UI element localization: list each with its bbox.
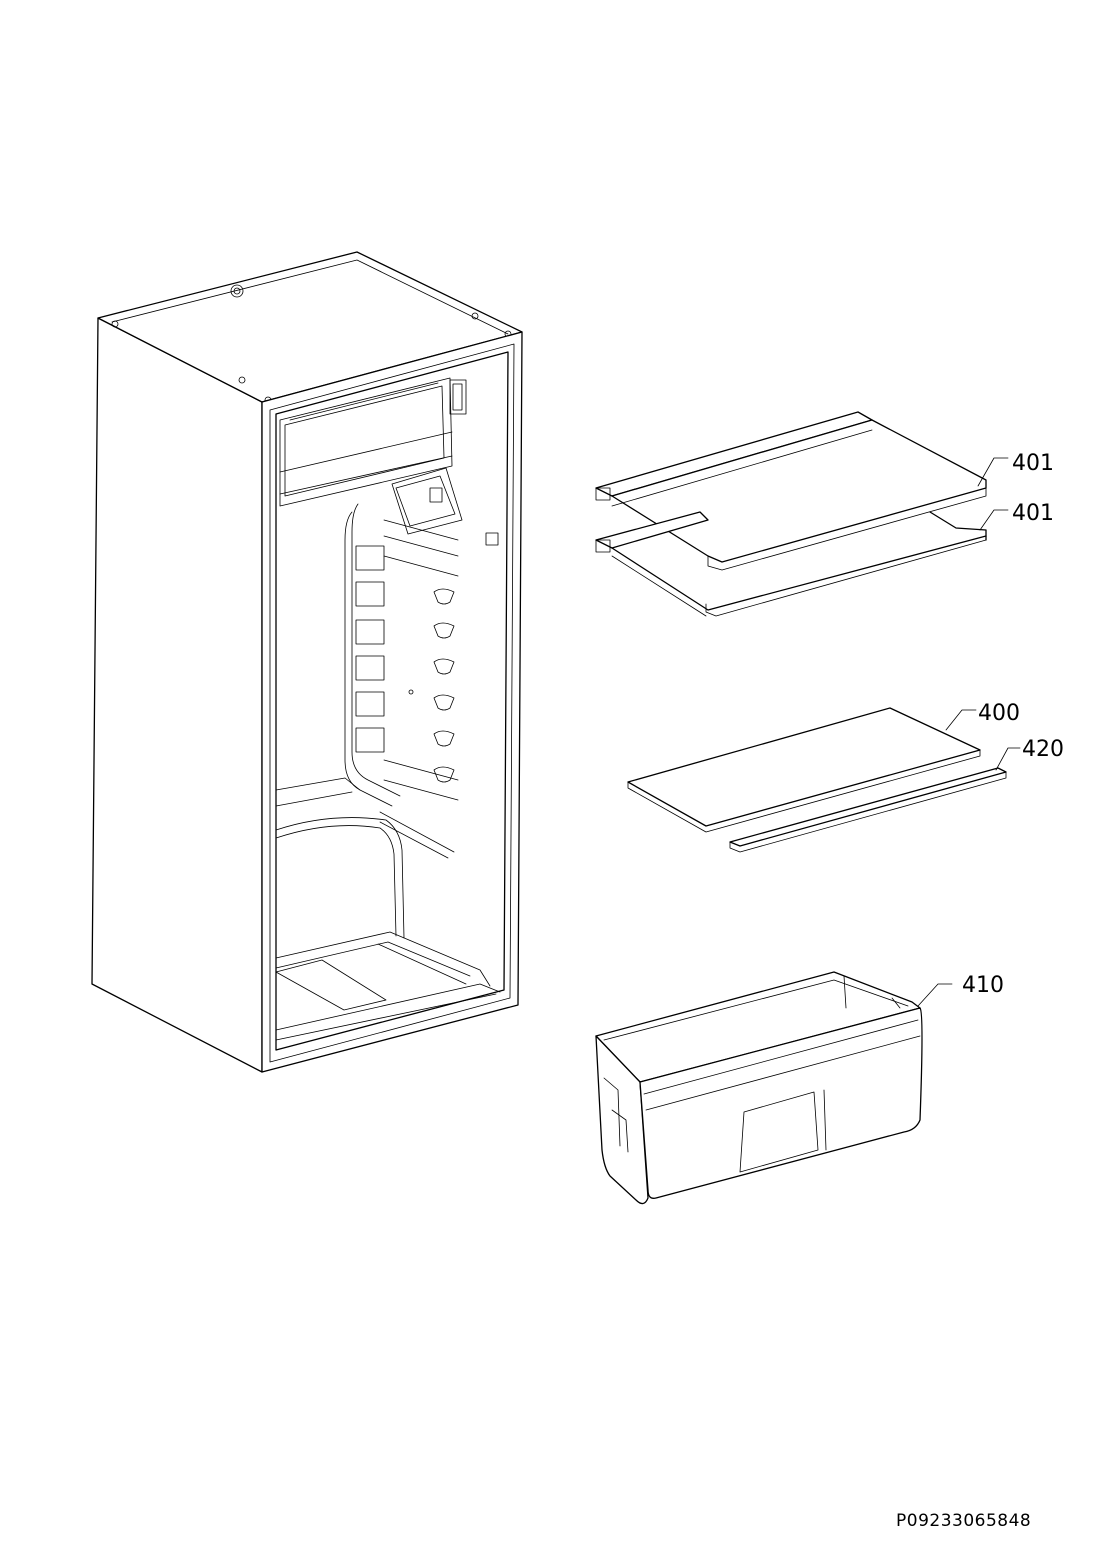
glass-plate bbox=[627, 707, 981, 833]
callout-410: 410 bbox=[917, 973, 1004, 1007]
document-code: P09233065848 bbox=[896, 1511, 1031, 1531]
callout-400: 400 bbox=[945, 701, 1020, 731]
door-shelf-notches bbox=[433, 588, 455, 783]
fridge-cabinet bbox=[91, 251, 523, 1073]
callout-420: 420 bbox=[995, 737, 1064, 771]
callout-label-400: 400 bbox=[978, 701, 1020, 726]
callout-label-401-upper: 401 bbox=[1012, 451, 1054, 476]
trim-strip bbox=[729, 767, 1007, 853]
callout-label-401-lower: 401 bbox=[1012, 501, 1054, 526]
callout-401-upper: 401 bbox=[977, 451, 1054, 487]
crisper-drawer bbox=[595, 971, 923, 1205]
callout-label-410: 410 bbox=[962, 973, 1004, 998]
wire-shelf-upper bbox=[595, 411, 987, 571]
wire-shelf-lower bbox=[595, 511, 987, 617]
callout-401-lower: 401 bbox=[979, 501, 1054, 531]
shelf-supports bbox=[355, 545, 385, 753]
callout-label-420: 420 bbox=[1022, 737, 1064, 762]
